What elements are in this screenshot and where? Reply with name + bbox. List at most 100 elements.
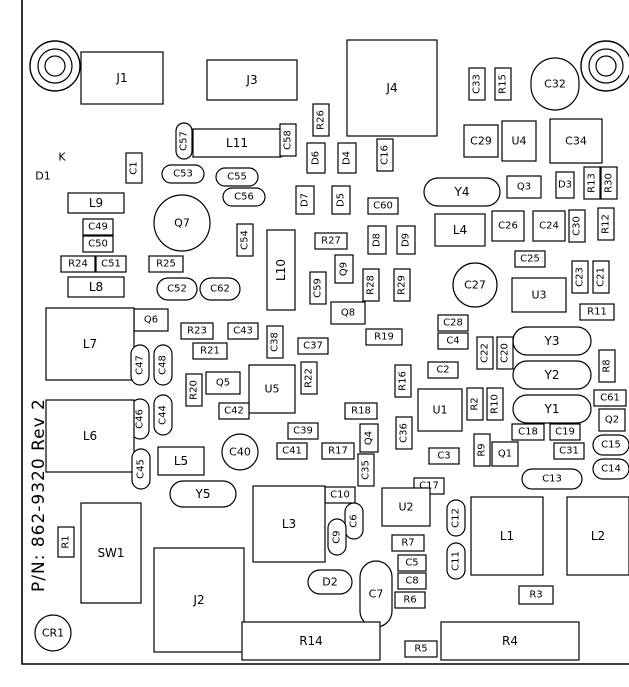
component-label: C38 — [270, 332, 281, 352]
component-l4: L4 — [434, 213, 486, 247]
component-c58: C58 — [279, 123, 297, 157]
component-c23: C23 — [571, 260, 589, 294]
component-l11: L11 — [192, 128, 282, 158]
component-label: R24 — [68, 259, 88, 270]
component-label: Y3 — [544, 334, 560, 348]
component-label: L7 — [83, 337, 97, 351]
component-d6: D6 — [306, 142, 326, 174]
component-label: R21 — [200, 346, 220, 357]
component-label: L6 — [83, 429, 97, 443]
component-c44: C44 — [153, 394, 173, 436]
part-number-text: P/N: 862-9320 Rev 2 — [29, 398, 49, 592]
component-r29: R29 — [393, 268, 411, 302]
component-label: U1 — [432, 404, 447, 417]
component-label: D7 — [300, 193, 311, 207]
component-label: Y1 — [544, 402, 560, 416]
component-c5: C5 — [397, 554, 427, 572]
component-label: C59 — [313, 278, 324, 298]
component-c2: C2 — [427, 361, 459, 379]
component-r21: R21 — [192, 342, 228, 360]
component-label: C3 — [437, 451, 450, 462]
component-c11: C11 — [446, 542, 466, 580]
component-label: R5 — [414, 644, 427, 655]
component-u1: U1 — [417, 388, 463, 432]
component-r3: R3 — [518, 585, 554, 605]
component-label: C51 — [101, 259, 121, 270]
component-label: C62 — [210, 284, 230, 295]
component-label: C16 — [380, 145, 391, 165]
component-label: C18 — [518, 427, 538, 438]
component-label: L11 — [226, 136, 248, 150]
component-label: C7 — [369, 588, 384, 601]
component-label: C2 — [436, 365, 449, 376]
component-label: C58 — [283, 130, 294, 150]
component-label: R23 — [187, 326, 207, 337]
component-c8: C8 — [397, 572, 427, 590]
component-c50: C50 — [82, 235, 114, 253]
component-r28: R28 — [362, 268, 380, 302]
component-label: K — [58, 151, 66, 164]
component-c56: C56 — [222, 187, 266, 207]
component-label: R8 — [602, 359, 613, 372]
component-label: C10 — [330, 490, 350, 501]
component-label: L2 — [591, 529, 605, 543]
component-label: R19 — [374, 332, 394, 343]
component-label: U4 — [511, 135, 526, 148]
component-l7: L7 — [45, 307, 135, 381]
component-c12: C12 — [446, 499, 466, 537]
mounting-hole-left — [29, 40, 81, 92]
component-c7: C7 — [359, 560, 393, 628]
component-c54: C54 — [236, 223, 254, 257]
component-label: L10 — [274, 259, 288, 281]
component-c38: C38 — [266, 325, 284, 359]
component-c6: C6 — [344, 502, 364, 540]
component-c16: C16 — [376, 138, 394, 172]
component-y2: Y2 — [512, 360, 592, 390]
component-r14: R14 — [241, 621, 381, 661]
component-label: C40 — [229, 446, 251, 459]
component-label: R28 — [366, 275, 377, 295]
component-label: R6 — [403, 595, 416, 606]
component-c59: C59 — [309, 271, 327, 305]
component-label: C61 — [600, 393, 620, 404]
component-label: R7 — [401, 538, 414, 549]
component-c19: C19 — [549, 423, 581, 441]
component-d1: D1 — [35, 170, 50, 183]
component-c45: C45 — [131, 448, 151, 490]
component-d8: D8 — [367, 225, 387, 255]
component-label: J4 — [385, 81, 397, 95]
component-label: D1 — [35, 170, 50, 183]
component-label: R26 — [316, 110, 327, 130]
component-u5: U5 — [248, 364, 296, 414]
component-c10: C10 — [324, 486, 356, 504]
component-label: C45 — [136, 459, 147, 479]
component-label: C23 — [575, 267, 586, 287]
component-label: R3 — [529, 590, 542, 601]
component-c37: C37 — [297, 337, 329, 355]
component-y3: Y3 — [512, 326, 592, 356]
component-c24: C24 — [532, 210, 566, 242]
component-l8: L8 — [67, 276, 125, 298]
component-label: L1 — [500, 529, 514, 543]
component-label: Q1 — [498, 449, 512, 460]
component-d5: D5 — [331, 185, 351, 215]
component-c4: C4 — [437, 332, 469, 350]
component-label: R1 — [61, 535, 72, 548]
component-j1: J1 — [80, 51, 164, 105]
component-r2: R2 — [466, 387, 484, 421]
component-c39: C39 — [287, 422, 319, 440]
component-c13: C13 — [521, 468, 583, 490]
component-c52: C52 — [156, 277, 198, 301]
component-label: C41 — [282, 446, 302, 457]
component-c47: C47 — [130, 344, 150, 386]
component-c18: C18 — [511, 423, 545, 441]
component-label: R12 — [601, 214, 612, 234]
component-label: Q4 — [364, 431, 375, 445]
component-label: C60 — [373, 201, 393, 212]
component-label: D9 — [401, 233, 412, 247]
component-c55: C55 — [215, 167, 259, 187]
component-label: C30 — [572, 216, 583, 236]
component-label: Q9 — [339, 262, 350, 276]
component-label: L9 — [89, 196, 103, 210]
